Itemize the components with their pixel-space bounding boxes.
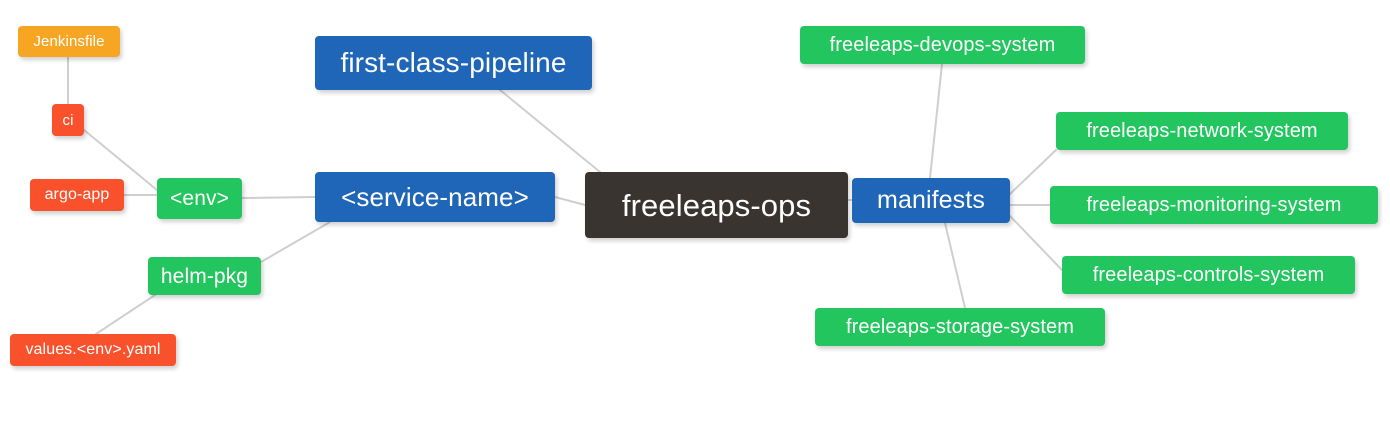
- mindmap-node-freeleaps-storage-system[interactable]: freeleaps-storage-system: [815, 308, 1105, 346]
- edge-manifests-to-freeleaps-devops-system: [929, 63, 943, 179]
- mindmap-node-freeleaps-ops[interactable]: freeleaps-ops: [585, 172, 848, 238]
- edge-freeleaps-ops-to-service-name: [554, 196, 586, 206]
- mindmap-node-ci[interactable]: ci: [52, 104, 84, 136]
- edge-manifests-to-freeleaps-storage-system: [944, 222, 966, 309]
- edge-manifests-to-freeleaps-controls-system: [1009, 215, 1063, 271]
- edge-helm-pkg-to-values-env-yaml: [95, 294, 156, 335]
- edge-service-name-to-env: [241, 196, 316, 199]
- mindmap-node-manifests[interactable]: manifests: [852, 178, 1010, 223]
- edge-manifests-to-freeleaps-network-system: [1009, 149, 1057, 195]
- mindmap-node-env[interactable]: <env>: [157, 178, 242, 219]
- mindmap-node-freeleaps-devops-system[interactable]: freeleaps-devops-system: [800, 26, 1085, 64]
- mindmap-node-freeleaps-monitoring-system[interactable]: freeleaps-monitoring-system: [1050, 186, 1378, 224]
- mindmap-node-service-name[interactable]: <service-name>: [315, 172, 555, 222]
- mindmap-node-helm-pkg[interactable]: helm-pkg: [148, 257, 261, 295]
- mindmap-node-freeleaps-controls-system[interactable]: freeleaps-controls-system: [1062, 256, 1355, 294]
- edge-freeleaps-ops-to-first-class-pipeline: [499, 89, 601, 173]
- mindmap-node-first-class-pipeline[interactable]: first-class-pipeline: [315, 36, 592, 90]
- mindmap-node-jenkinsfile[interactable]: Jenkinsfile: [18, 26, 120, 57]
- mindmap-node-values-env-yaml[interactable]: values.<env>.yaml: [10, 334, 176, 366]
- edge-service-name-to-helm-pkg: [260, 221, 331, 263]
- mindmap-node-freeleaps-network-system[interactable]: freeleaps-network-system: [1056, 112, 1348, 150]
- mindmap-node-argo-app[interactable]: argo-app: [30, 179, 124, 211]
